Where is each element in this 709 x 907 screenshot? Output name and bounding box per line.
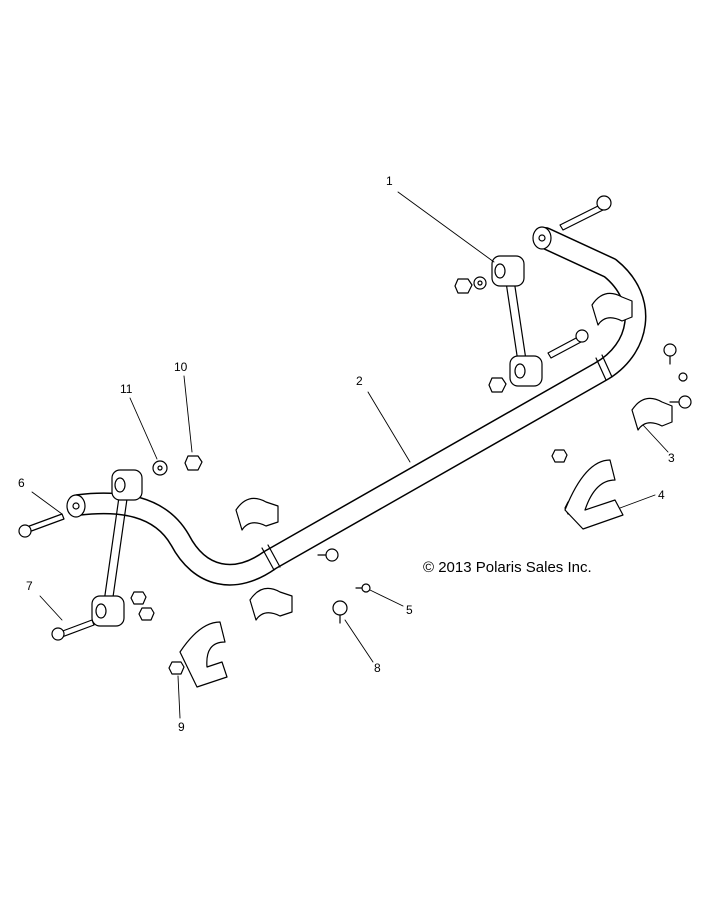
callout-4: 4 bbox=[658, 488, 665, 502]
callout-6: 6 bbox=[18, 476, 25, 490]
leader-lines bbox=[31, 191, 669, 719]
callout-7: 7 bbox=[26, 579, 33, 593]
callout-2: 2 bbox=[356, 374, 363, 388]
right-stabilizer-link bbox=[491, 255, 543, 387]
clamps bbox=[179, 459, 624, 688]
callout-1: 1 bbox=[386, 174, 393, 188]
callout-9: 9 bbox=[178, 720, 185, 734]
callout-10: 10 bbox=[174, 360, 188, 374]
nuts-washers bbox=[130, 276, 581, 675]
copyright-text: © 2013 Polaris Sales Inc. bbox=[423, 559, 592, 576]
callout-8: 8 bbox=[374, 661, 381, 675]
stabilizer-bar bbox=[66, 226, 647, 586]
callout-3: 3 bbox=[668, 451, 675, 465]
callout-11: 11 bbox=[120, 382, 133, 396]
bolts bbox=[18, 195, 692, 641]
callout-5: 5 bbox=[406, 603, 413, 617]
left-stabilizer-link bbox=[91, 469, 143, 627]
bushings bbox=[235, 292, 673, 621]
